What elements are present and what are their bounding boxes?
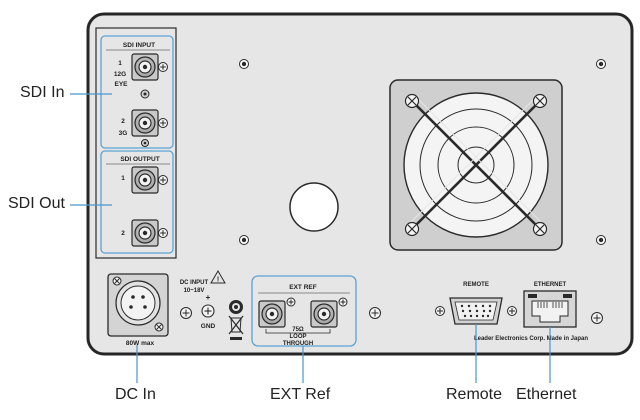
sdi-out1-number: 1 — [121, 175, 125, 182]
compliance-mark-icon — [229, 300, 243, 314]
xlr-screw — [154, 322, 164, 332]
sdi-module-frame — [95, 27, 177, 259]
sdi-input-title: SDI INPUT — [123, 42, 155, 49]
fan-screw — [532, 221, 548, 237]
ext-ref-bnc-right[interactable] — [310, 300, 338, 328]
screw — [180, 307, 192, 319]
sdi-output-box — [100, 150, 174, 254]
callout-dc-in: DC In — [115, 386, 156, 403]
fan-screw — [404, 221, 420, 237]
manufacturer-label: Leader Electronics Corp. Made in Japan — [474, 336, 588, 342]
sdi-input-box — [100, 35, 174, 149]
sdi-output-1-bnc[interactable] — [131, 166, 159, 194]
mount-hole — [596, 235, 606, 245]
blank-knockout — [289, 182, 339, 232]
dc-input-voltage: 10~18V — [184, 288, 205, 294]
sdi-in2-rate: 3G — [119, 130, 128, 137]
dc-input-title: DC INPUT — [180, 280, 209, 286]
fan-screw — [404, 93, 420, 109]
sdi-input-2-bnc[interactable] — [131, 109, 159, 137]
sdi-in1-screw — [158, 62, 168, 72]
remote-screw — [507, 306, 517, 316]
screw — [369, 307, 381, 319]
sdi-input-ground-nut — [140, 89, 150, 99]
sdi-in1-eye: EYE — [114, 81, 128, 88]
callout-sdi-in: SDI In — [20, 84, 65, 101]
remote-title: REMOTE — [463, 282, 489, 288]
warning-glyph: ! — [217, 277, 219, 284]
sdi-input-1-bnc[interactable] — [131, 53, 159, 81]
sdi-in2-number: 2 — [121, 118, 125, 125]
ext-ref-impedance: 75Ω — [292, 327, 304, 333]
loop-through-bracket — [265, 329, 331, 334]
ext-ref-bnc-left[interactable] — [258, 300, 286, 328]
remote-screw — [435, 306, 445, 316]
sdi-out1-screw — [158, 175, 168, 185]
power-rating-label: 80W max — [126, 340, 155, 347]
ethernet-port[interactable] — [523, 290, 577, 328]
ethernet-title: ETHERNET — [534, 282, 567, 288]
gnd-terminal[interactable] — [201, 304, 215, 318]
callout-ext-ref: EXT Ref — [270, 386, 331, 403]
mount-hole — [239, 59, 249, 69]
gnd-plus-sign: + — [206, 293, 211, 302]
dc-in-xlr-connector[interactable] — [107, 273, 169, 337]
mount-hole — [239, 235, 249, 245]
ext-ref-box — [251, 275, 357, 347]
sdi-out2-screw — [158, 228, 168, 238]
xlr-screw — [112, 276, 122, 286]
cooling-fan — [389, 79, 563, 251]
mount-hole — [596, 59, 606, 69]
ext-ref-title: EXT REF — [289, 284, 316, 291]
warning-icon: ! — [210, 270, 226, 284]
sdi-output-2-bnc[interactable] — [131, 219, 159, 247]
callout-remote: Remote — [446, 386, 503, 403]
screw — [591, 312, 603, 324]
sdi-in2-screw — [158, 118, 168, 128]
callout-sdi-out: SDI Out — [8, 195, 65, 212]
ext-ref-screw — [286, 297, 296, 307]
gnd-label: GND — [201, 323, 216, 330]
sdi-mid-nut — [141, 139, 149, 147]
sdi-in1-rate: 12G — [114, 71, 126, 78]
remote-port[interactable] — [449, 297, 503, 325]
weee-bin-icon — [228, 315, 244, 340]
sdi-output-title: SDI OUTPUT — [120, 156, 159, 163]
ext-ref-screw — [338, 297, 348, 307]
fan-screw — [532, 93, 548, 109]
callout-ethernet: Ethernet — [516, 386, 577, 403]
sdi-out2-number: 2 — [121, 230, 125, 237]
sdi-in1-number: 1 — [118, 60, 122, 67]
ext-ref-loop: LOOP — [289, 334, 306, 340]
ext-ref-through: THROUGH — [283, 341, 313, 347]
